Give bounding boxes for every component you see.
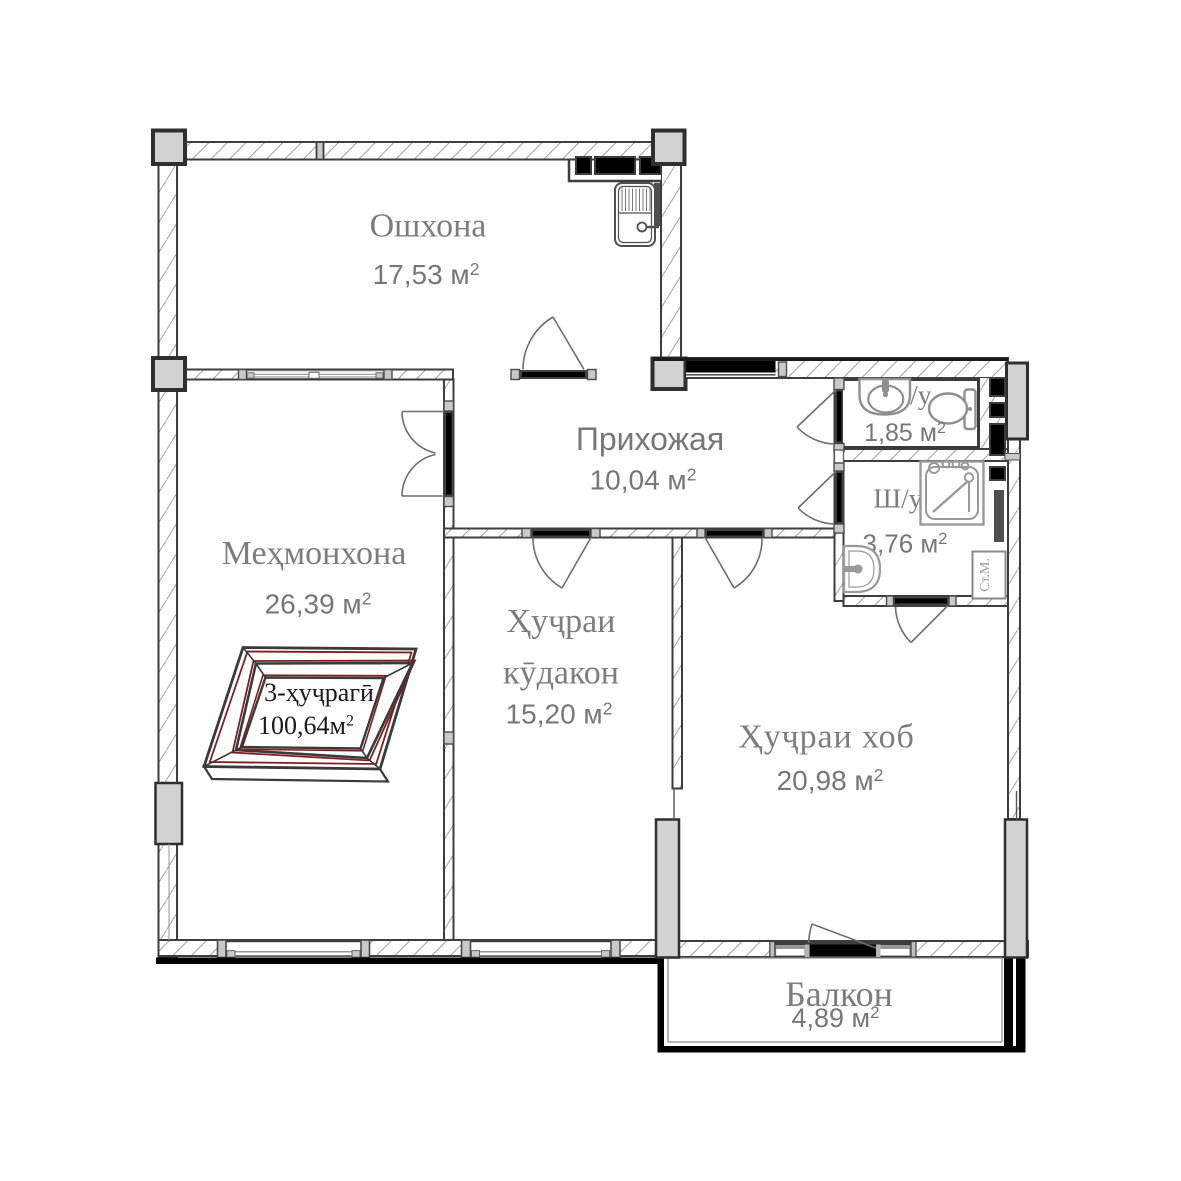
- svg-text:Ст.М.: Ст.М.: [978, 558, 993, 592]
- svg-text:1,85 м2: 1,85 м2: [864, 419, 946, 447]
- svg-text:4,89 м2: 4,89 м2: [791, 1003, 879, 1033]
- svg-text:3-ҳуҷрагӣ: 3-ҳуҷрагӣ: [264, 678, 374, 707]
- svg-text:Ҳуҷраи хоб: Ҳуҷраи хоб: [738, 719, 914, 756]
- svg-text:17,53 м2: 17,53 м2: [373, 259, 480, 290]
- svg-text:Ш/у: Ш/у: [873, 483, 922, 514]
- svg-text:кӯдакон: кӯдакон: [503, 655, 619, 692]
- svg-text:100,64м2: 100,64м2: [258, 711, 354, 740]
- svg-text:15,20 м2: 15,20 м2: [506, 699, 613, 730]
- svg-text:Ҳуҷраи: Ҳуҷраи: [507, 603, 616, 640]
- svg-text:Прихожая: Прихожая: [576, 421, 724, 457]
- svg-text:Ошхона: Ошхона: [370, 208, 487, 245]
- svg-text:20,98 м2: 20,98 м2: [777, 765, 884, 796]
- svg-text:Балкон: Балкон: [785, 974, 893, 1014]
- svg-text:26,39 м2: 26,39 м2: [265, 589, 372, 620]
- svg-text:Меҳмонхона: Меҳмонхона: [222, 535, 407, 572]
- svg-text:10,04 м2: 10,04 м2: [590, 465, 697, 496]
